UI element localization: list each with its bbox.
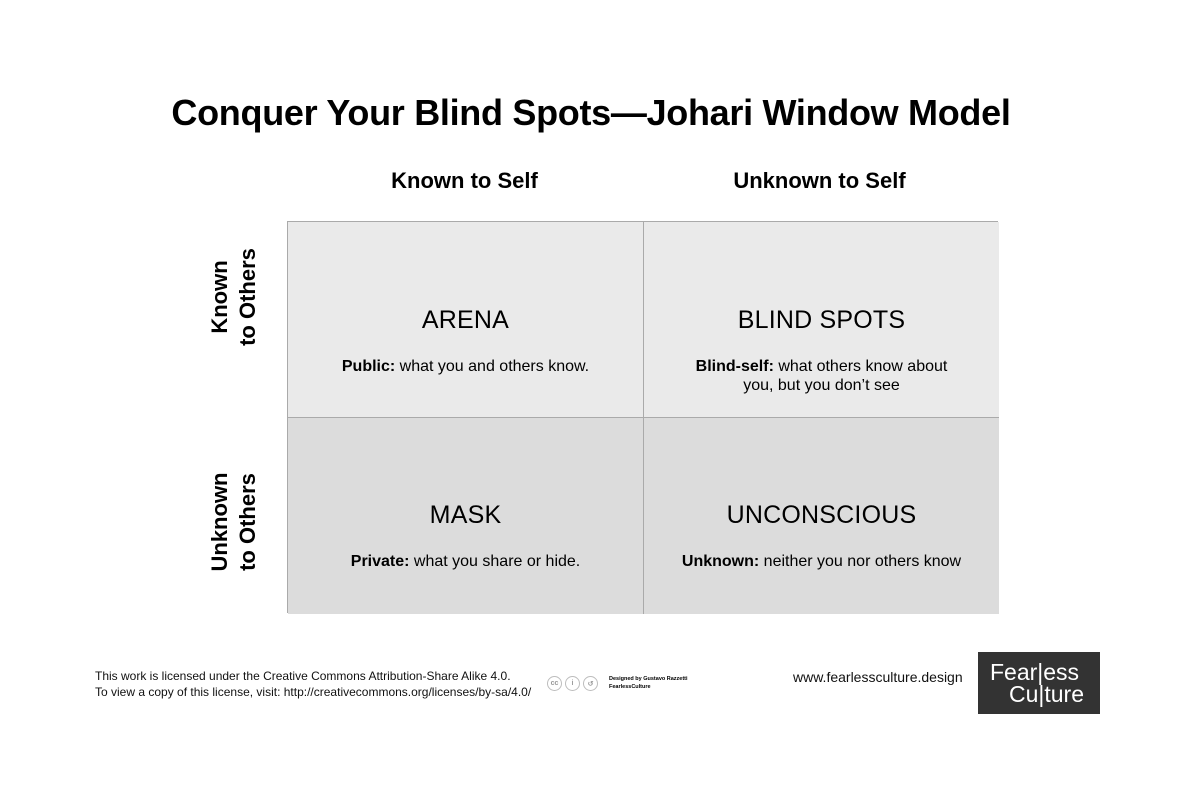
quadrant-unconscious: UNCONSCIOUS Unknown: neither you nor oth… <box>643 417 999 614</box>
license-link-line[interactable]: To view a copy of this license, visit: h… <box>95 685 532 699</box>
license-line: This work is licensed under the Creative… <box>95 669 511 683</box>
row-header-line: Known <box>207 260 232 334</box>
logo-line: Cu|ture <box>1009 681 1085 707</box>
website-link[interactable]: www.fearlessculture.design <box>793 669 963 685</box>
quadrant-text: what you and others know. <box>395 358 590 375</box>
quadrant-text: what you share or hide. <box>409 553 581 570</box>
attribution-icon: i <box>565 676 580 691</box>
quadrant-text: what others know about you, but you don’… <box>743 358 948 394</box>
quadrant-term: Unknown: <box>681 553 760 570</box>
quadrant-blind-spots: BLIND SPOTS Blind-self: what others know… <box>643 222 999 417</box>
quadrant-description: Private: what you share or hide. <box>351 553 580 572</box>
quadrant-title: BLIND SPOTS <box>737 306 906 334</box>
row-header-line: to Others <box>235 473 260 571</box>
logo-line: Fear|ess <box>990 659 1080 685</box>
designer-brand: FearlessCulture <box>609 684 651 690</box>
johari-window-grid: ARENA Public: what you and others know. … <box>287 221 999 614</box>
designer-credit: Designed by Gustavo Razzetti FearlessCul… <box>609 675 688 691</box>
row-header-unknown-to-others: Unknown to Others <box>204 425 264 620</box>
quadrant-title: MASK <box>429 501 502 529</box>
quadrant-text: neither you nor others know <box>759 553 962 570</box>
share-alike-icon: ↺ <box>583 676 598 691</box>
row-header-known-to-others: Known to Others <box>204 200 264 395</box>
license-notice: This work is licensed under the Creative… <box>95 668 531 700</box>
cc-license-badge[interactable]: cc i ↺ <box>547 676 598 691</box>
quadrant-description: Unknown: neither you nor others know <box>682 553 961 572</box>
column-header-known-to-self: Known to Self <box>391 168 538 193</box>
quadrant-title: ARENA <box>421 306 510 334</box>
quadrant-mask: MASK Private: what you share or hide. <box>288 417 643 614</box>
column-header-unknown-to-self: Unknown to Self <box>733 168 906 193</box>
quadrant-arena: ARENA Public: what you and others know. <box>288 222 643 417</box>
quadrant-title: UNCONSCIOUS <box>726 501 917 529</box>
page-title: Conquer Your Blind Spots—Johari Window M… <box>171 92 1011 133</box>
quadrant-description: Blind-self: what others know about you, … <box>687 358 957 395</box>
row-header-line: Unknown <box>207 472 232 572</box>
fearless-culture-logo: Fear|ess Cu|ture <box>978 652 1100 714</box>
row-header-line: to Others <box>235 248 260 346</box>
quadrant-term: Blind-self: <box>695 358 774 375</box>
quadrant-term: Public: <box>341 358 396 375</box>
quadrant-term: Private: <box>350 553 410 570</box>
cc-icon: cc <box>547 676 562 691</box>
quadrant-description: Public: what you and others know. <box>342 358 589 377</box>
designer-name: Designed by Gustavo Razzetti <box>609 676 688 682</box>
